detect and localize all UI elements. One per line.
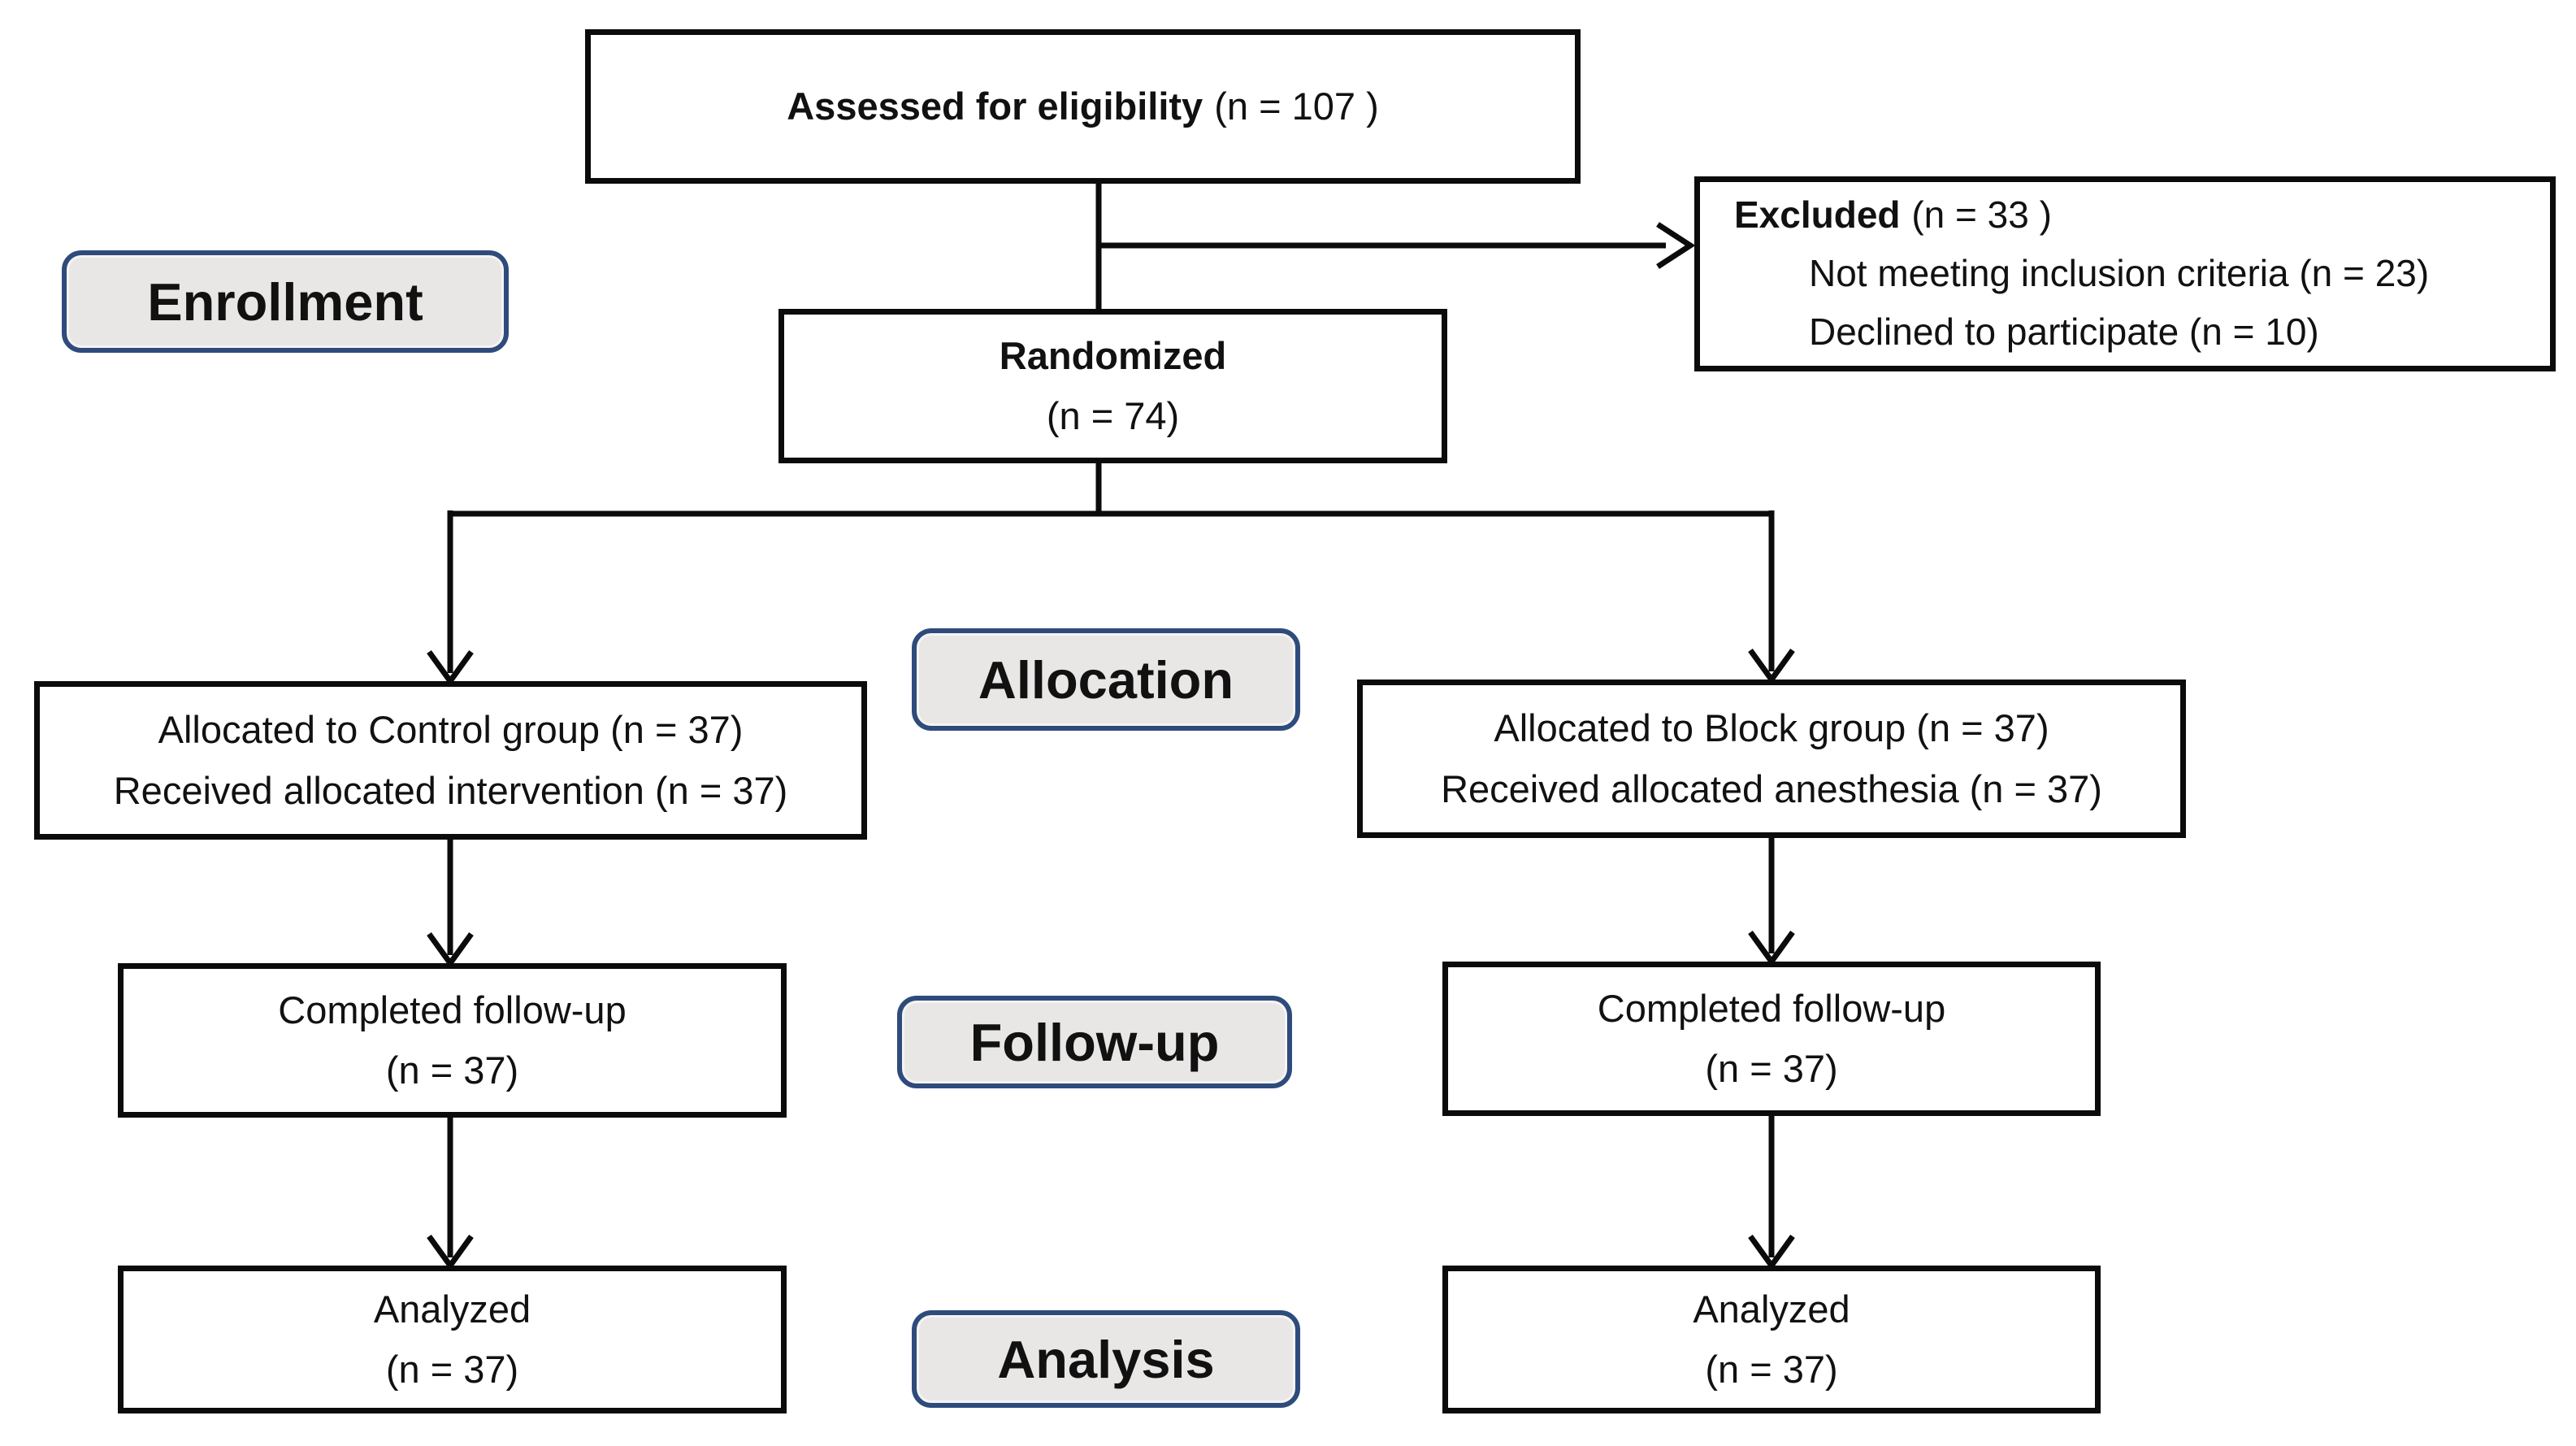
node-assessed-for-eligibility: Assessed for eligibility(n = 107 ) [585, 29, 1581, 184]
node-allocated-control: Allocated to Control group (n = 37) Rece… [34, 681, 867, 840]
node-randomized: Randomized (n = 74) [778, 309, 1447, 463]
analyzed-control-line2: (n = 37) [385, 1348, 519, 1391]
excluded-reason-2: Declined to participate (n = 10) [1809, 310, 2319, 353]
followup-block-line1: Completed follow-up [1597, 986, 1946, 1030]
excluded-title: Excluded [1734, 193, 1901, 237]
allocated-control-line2: Received allocated intervention (n = 37) [113, 768, 788, 812]
analyzed-control-line1: Analyzed [373, 1287, 531, 1331]
allocated-block-line2: Received allocated anesthesia (n = 37) [1441, 766, 2102, 810]
stage-allocation-text: Allocation [978, 649, 1234, 710]
allocated-control-line1: Allocated to Control group (n = 37) [158, 708, 744, 752]
assessed-title: Assessed for eligibility [787, 84, 1203, 128]
node-followup-control: Completed follow-up (n = 37) [118, 963, 787, 1118]
node-excluded: Excluded(n = 33 ) Not meeting inclusion … [1694, 176, 2556, 371]
node-analyzed-control: Analyzed (n = 37) [118, 1266, 787, 1413]
randomized-title: Randomized [999, 333, 1227, 377]
stage-label-followup: Follow-up [897, 996, 1292, 1088]
stage-enrollment-text: Enrollment [147, 271, 423, 332]
randomized-n: (n = 74) [1046, 394, 1180, 437]
analyzed-block-line2: (n = 37) [1705, 1348, 1838, 1391]
excluded-n: (n = 33 ) [1911, 193, 2052, 237]
assessed-n: (n = 107 ) [1214, 84, 1379, 128]
arrowhead-excluded [1656, 222, 1696, 269]
followup-block-line2: (n = 37) [1705, 1047, 1838, 1090]
stage-analysis-text: Analysis [997, 1329, 1215, 1389]
stage-label-allocation: Allocation [912, 628, 1300, 731]
followup-control-line1: Completed follow-up [278, 988, 627, 1031]
followup-control-line2: (n = 37) [385, 1049, 519, 1092]
stage-label-analysis: Analysis [912, 1310, 1300, 1408]
excluded-reason-1: Not meeting inclusion criteria (n = 23) [1809, 252, 2430, 295]
node-analyzed-block: Analyzed (n = 37) [1442, 1266, 2101, 1413]
stage-followup-text: Follow-up [969, 1012, 1220, 1072]
analyzed-block-line1: Analyzed [1693, 1287, 1850, 1331]
stage-label-enrollment: Enrollment [62, 250, 509, 353]
node-followup-block: Completed follow-up (n = 37) [1442, 962, 2101, 1116]
allocated-block-line1: Allocated to Block group (n = 37) [1494, 706, 2049, 750]
node-allocated-block: Allocated to Block group (n = 37) Receiv… [1357, 680, 2186, 838]
